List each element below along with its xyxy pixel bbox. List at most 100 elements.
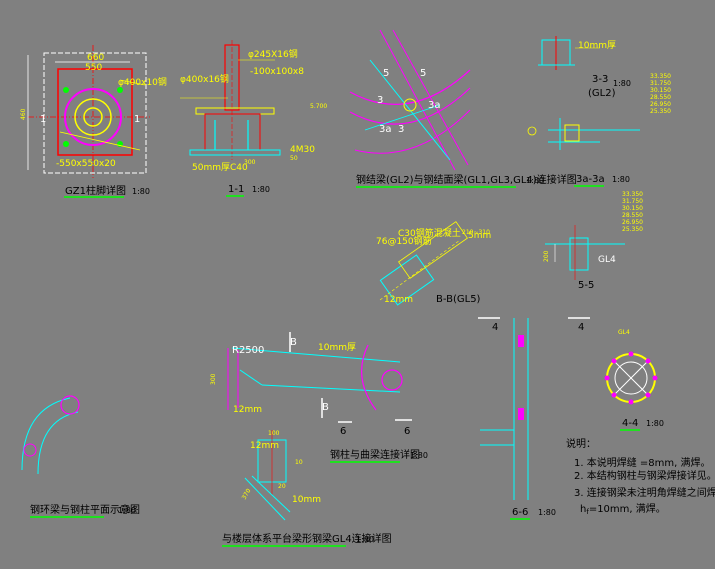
mid-scale: 1:80 bbox=[410, 451, 428, 460]
s33-title: 3-3 bbox=[592, 74, 608, 85]
s11-d300: 300 bbox=[244, 159, 256, 166]
notes-line-3: 3. 连接钢梁未注明角焊缝之间焊脚尺寸为 bbox=[574, 486, 715, 499]
gz1-diam: φ400x10钢 bbox=[118, 76, 167, 88]
notes-hf: h bbox=[580, 504, 586, 515]
notes-line-1: 1. 本说明焊缝 =8mm, 满焊。 bbox=[574, 456, 710, 469]
bb-d12: 12mm bbox=[384, 295, 413, 305]
s55-title: 5-5 bbox=[578, 280, 594, 291]
s11-d50: 50 bbox=[290, 155, 298, 162]
gz1-scale: 1:80 bbox=[132, 187, 150, 196]
s33-level-4: 26.950 bbox=[650, 101, 671, 108]
section-5-5: 200 GL4 33.350 31.750 30.150 28.550 26.9… bbox=[543, 191, 643, 291]
s33-plate: 10mm厚 bbox=[578, 40, 616, 51]
gz1-sec1r: 1 bbox=[134, 114, 140, 125]
mid-t10: 10mm厚 bbox=[318, 342, 356, 353]
gl2-n5a: 5 bbox=[383, 68, 389, 79]
s33-scale: 1:80 bbox=[613, 79, 631, 88]
s55-levels: 33.350 31.750 30.150 28.550 26.950 25.35… bbox=[622, 191, 643, 233]
s33-level-3: 28.550 bbox=[650, 94, 671, 101]
notes-hf-value: =10mm, 满焊。 bbox=[589, 503, 666, 515]
gl2-title: 钢结梁(GL2)与钢结面梁(GL1,GL3,GL4)连接详图 bbox=[356, 173, 577, 186]
s11-rib: -100x100x8 bbox=[250, 67, 304, 77]
s33-sub: (GL2) bbox=[588, 88, 616, 99]
s3a-title: 3a-3a bbox=[576, 174, 605, 185]
s33-levels: 33.350 31.750 30.150 28.550 26.950 25.35… bbox=[650, 73, 671, 115]
s33-level-2: 30.150 bbox=[650, 87, 671, 94]
notes-title: 说明： bbox=[566, 437, 596, 450]
s33-level-0: 33.350 bbox=[650, 73, 671, 80]
notes-line-2: 2. 本结构钢柱与钢梁焊接详见。 bbox=[574, 469, 715, 482]
s44-scale: 1:80 bbox=[646, 419, 664, 428]
gl4-d370: 370 bbox=[241, 487, 253, 501]
gl2-n5b: 5 bbox=[420, 68, 426, 79]
bb-d5: 5mm bbox=[468, 231, 491, 241]
s33-level-1: 31.750 bbox=[650, 80, 671, 87]
gz1-detail: 660 550 460 φ400x10钢 -550x550x20 1 1 GZ1… bbox=[20, 45, 167, 198]
bb-plate: 76@150钢筋 bbox=[376, 235, 432, 247]
gl4-scale: 1:80 bbox=[356, 535, 374, 544]
sec4-b: 4 bbox=[578, 322, 584, 333]
section-6-6: 4 4 6-6 1:80 bbox=[478, 317, 590, 520]
s33-level-5: 25.350 bbox=[650, 108, 671, 115]
gz1-dim-550: 550 bbox=[85, 63, 102, 73]
s55-gl4: GL4 bbox=[598, 255, 616, 265]
s11-title: 1-1 bbox=[228, 184, 244, 195]
s55-level-3: 28.550 bbox=[622, 212, 643, 219]
mid-d300: 300 bbox=[210, 373, 217, 385]
mid-s6: 6 bbox=[340, 426, 346, 437]
section-1-1: φ245X16钢 -100x100x8 φ400x16钢 5.700 50mm厚… bbox=[180, 40, 327, 197]
sec4-a: 4 bbox=[492, 322, 498, 333]
section-4-4: GL4 4-4 1:80 bbox=[604, 329, 664, 431]
mid-b: B bbox=[290, 337, 297, 348]
gl2-scale: 1:80 bbox=[526, 176, 544, 185]
gz1-title: GZ1柱脚详图 bbox=[65, 184, 126, 197]
mid-s6b: 6 bbox=[404, 426, 410, 437]
gl4-d10mm: 10mm bbox=[292, 495, 321, 505]
design-notes: 说明： 1. 本说明焊缝 =8mm, 满焊。 2. 本结构钢柱与钢梁焊接详见。 … bbox=[566, 437, 715, 516]
s55-d200: 200 bbox=[543, 250, 550, 262]
s55-level-4: 26.950 bbox=[622, 219, 643, 226]
s11-col: φ400x16钢 bbox=[180, 73, 229, 85]
mid-r: R2500 bbox=[232, 345, 264, 356]
s55-level-2: 30.150 bbox=[622, 205, 643, 212]
gl2-n3a: 3 bbox=[377, 95, 383, 106]
s3a-scale: 1:80 bbox=[612, 175, 630, 184]
gl4-d10: 10 bbox=[295, 459, 303, 466]
gl4-connection-detail: 100 10 20 12mm 10mm 370 与楼层体系平台梁形钢梁GL4连接… bbox=[222, 430, 392, 547]
s11-pipe: φ245X16钢 bbox=[248, 48, 298, 60]
mid-title: 钢柱与曲梁连接详图 bbox=[330, 448, 420, 461]
s11-lvl: 5.700 bbox=[310, 103, 327, 110]
section-3a-3a: 3a-3a 1:80 bbox=[527, 118, 640, 187]
svg-text:hf=10mm, 满焊。: hf=10mm, 满焊。 bbox=[580, 503, 666, 516]
mid-t12: 12mm bbox=[233, 405, 262, 415]
notes-hf-sub: f bbox=[586, 508, 589, 516]
gl2-n3d: 3a bbox=[428, 100, 441, 111]
bb-title: B-B(GL5) bbox=[436, 294, 481, 305]
mid-b2: B bbox=[322, 402, 329, 413]
gl4-d12: 12mm bbox=[250, 441, 279, 451]
s55-level-1: 31.750 bbox=[622, 198, 643, 205]
gl4-d100: 100 bbox=[268, 430, 280, 437]
gl4-d20: 20 bbox=[278, 483, 286, 490]
gz1-sec1: 1 bbox=[40, 114, 46, 125]
s44-gl4: GL4 bbox=[618, 329, 630, 336]
s66-title: 6-6 bbox=[512, 507, 528, 518]
gz1-dim-460: 460 bbox=[20, 108, 27, 120]
s55-level-0: 33.350 bbox=[622, 191, 643, 198]
gl2-connection-detail: 5 5 3 3 3a 3a 钢结梁(GL2)与钢结面梁(GL1,GL3,GL4)… bbox=[349, 29, 577, 188]
gz1-dim-660: 660 bbox=[87, 53, 104, 63]
section-b-b: C30钢筋混凝土 76@150钢筋 210~310 5mm 12mm B-B(G… bbox=[376, 221, 491, 306]
column-curved-beam-detail: R2500 10mm厚 12mm 300 B B 6 6 钢柱与曲梁连接详图 1… bbox=[210, 332, 428, 463]
bb-d210: 210~310 bbox=[462, 229, 490, 236]
gl2-n3c: 3a bbox=[379, 124, 392, 135]
s11-bolt: 4M30 bbox=[290, 145, 315, 155]
s66-scale: 1:80 bbox=[538, 508, 556, 517]
ring-scale: 1:80 bbox=[118, 506, 136, 515]
gz1-plate: -550x550x20 bbox=[56, 159, 116, 169]
ring-beam-plan: 钢环梁与钢柱平面示意图 1:80 bbox=[21, 395, 140, 518]
gl4-title: 与楼层体系平台梁形钢梁GL4连接详图 bbox=[222, 532, 392, 545]
s44-title: 4-4 bbox=[622, 418, 638, 429]
s11-c40: 50mm厚C40 bbox=[192, 162, 248, 173]
bb-c30: C30钢筋混凝土 bbox=[398, 227, 461, 239]
